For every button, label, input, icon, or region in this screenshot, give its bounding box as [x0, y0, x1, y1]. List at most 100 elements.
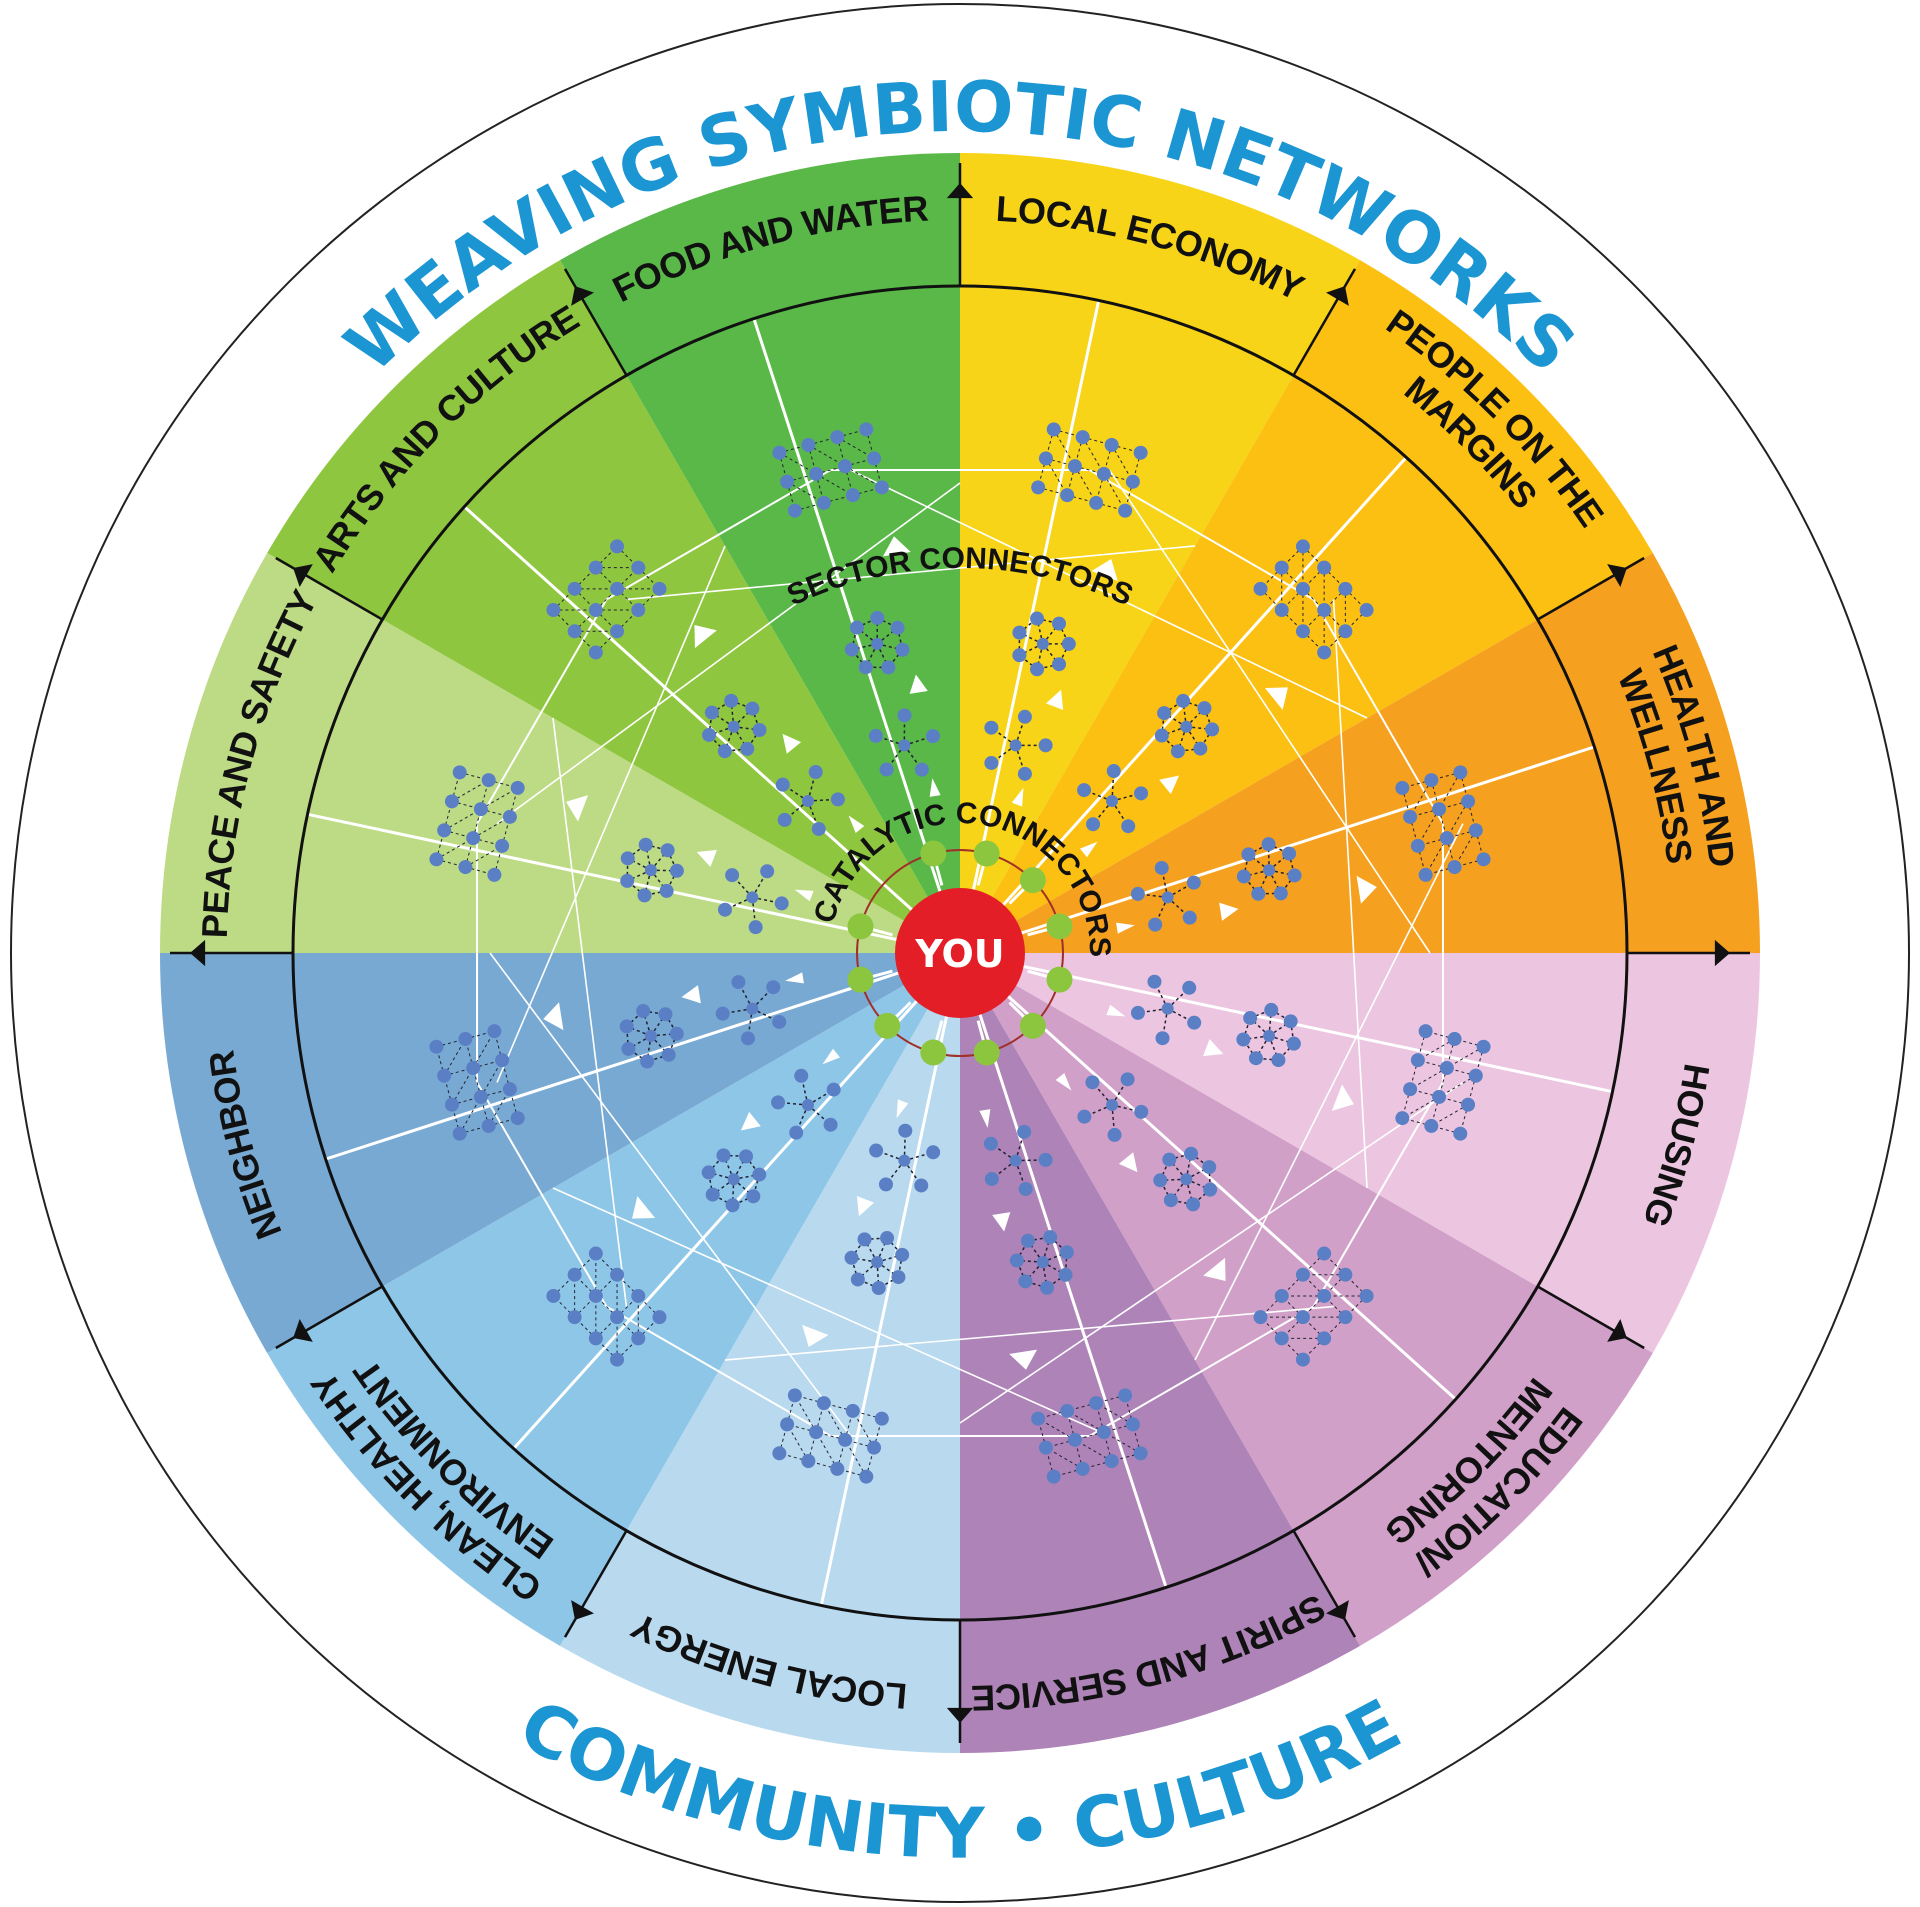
direction-arrow-icon	[929, 778, 941, 797]
network-node	[983, 1136, 998, 1151]
network-node	[1075, 1461, 1090, 1476]
network-node	[1403, 809, 1418, 824]
network-node	[1453, 1126, 1468, 1141]
network-node	[631, 1331, 646, 1346]
network-node	[794, 1068, 809, 1083]
network-node	[1203, 1182, 1218, 1197]
network-node	[1125, 474, 1140, 489]
arrowhead-icon	[190, 939, 206, 967]
network-node	[1263, 864, 1276, 877]
network-node	[588, 1331, 603, 1346]
network-node	[429, 1039, 444, 1054]
network-node	[746, 1002, 759, 1015]
network-node	[1059, 1245, 1074, 1260]
network-node	[1030, 611, 1045, 626]
direction-arrow-icon	[1011, 787, 1024, 807]
network-node	[1251, 886, 1266, 901]
network-node	[869, 1143, 884, 1158]
network-node	[1096, 1425, 1111, 1440]
network-node	[780, 1417, 795, 1432]
network-node	[502, 1082, 517, 1097]
network-node	[567, 1310, 582, 1325]
network-node	[1161, 1002, 1174, 1015]
catalytic-connectors	[847, 840, 1073, 1066]
network-node	[772, 1446, 787, 1461]
network-node	[1043, 1230, 1058, 1245]
catalytic-connector-node	[847, 966, 874, 993]
network-node	[466, 1060, 481, 1075]
network-node	[1359, 1288, 1374, 1303]
sector-dividers	[170, 163, 1750, 1743]
network-node	[610, 624, 625, 639]
star-cluster	[868, 708, 940, 777]
network-node	[669, 863, 684, 878]
network-node	[621, 1041, 636, 1056]
direction-arrow-icon	[1116, 922, 1135, 934]
arrowhead-icon	[1326, 286, 1349, 306]
network-node	[1120, 1072, 1135, 1087]
network-node	[644, 1029, 657, 1042]
network-node	[838, 459, 853, 474]
network-node	[1086, 817, 1101, 832]
direction-arrow-icon	[802, 1324, 829, 1347]
network-node	[816, 1396, 831, 1411]
network-node	[631, 1288, 646, 1303]
network-node	[1038, 738, 1053, 753]
network-node	[444, 794, 459, 809]
direction-arrow-icon	[848, 815, 865, 834]
sector-wedge	[960, 953, 1653, 1646]
star-cluster	[1130, 974, 1202, 1046]
network-node	[775, 777, 790, 792]
network-node	[1157, 706, 1172, 721]
network-node	[1202, 1160, 1217, 1175]
network-node	[716, 1148, 731, 1163]
direction-arrow-icon	[822, 1048, 841, 1065]
direction-arrow-icon	[1118, 1152, 1138, 1173]
star-cluster	[869, 1123, 941, 1193]
network-node	[984, 1171, 999, 1186]
network-node	[644, 864, 657, 877]
catalytic-connector-node	[874, 1012, 901, 1039]
ring-cluster	[1236, 1002, 1301, 1068]
direction-arrow-icon	[1356, 875, 1377, 904]
network-node	[437, 823, 452, 838]
network-node	[826, 1082, 841, 1097]
network-node	[1432, 802, 1447, 817]
direction-arrow-icon	[1106, 1004, 1126, 1017]
network-node	[1295, 1352, 1310, 1367]
network-node	[1031, 1411, 1046, 1426]
network-node	[546, 603, 561, 618]
network-node	[1017, 766, 1032, 781]
network-node	[620, 873, 635, 888]
network-node	[567, 581, 582, 596]
network-node	[766, 980, 781, 995]
grid-cluster	[546, 1246, 667, 1367]
network-node	[871, 637, 884, 650]
network-node	[881, 660, 896, 675]
catalytic-connector-node	[1019, 867, 1046, 894]
network-node	[1424, 1118, 1439, 1133]
network-node	[1295, 1310, 1310, 1325]
network-node	[1036, 1256, 1049, 1269]
arrowhead-icon	[1607, 1319, 1627, 1342]
network-node	[1261, 837, 1276, 852]
network-node	[727, 720, 740, 733]
network-node	[1148, 917, 1163, 932]
network-node	[1133, 445, 1148, 460]
network-node	[1009, 1253, 1024, 1268]
network-node	[984, 755, 999, 770]
network-node	[808, 764, 823, 779]
network-node	[567, 1267, 582, 1282]
network-node	[1461, 1097, 1476, 1112]
network-node	[1075, 430, 1090, 445]
network-node	[473, 1089, 488, 1104]
network-node	[867, 1440, 882, 1455]
network-node	[789, 1125, 804, 1140]
network-node	[1096, 466, 1111, 481]
network-node	[1359, 603, 1374, 618]
network-node	[1186, 875, 1201, 890]
network-node	[844, 642, 859, 657]
ring-cluster	[702, 693, 767, 759]
network-node	[1162, 1152, 1177, 1167]
